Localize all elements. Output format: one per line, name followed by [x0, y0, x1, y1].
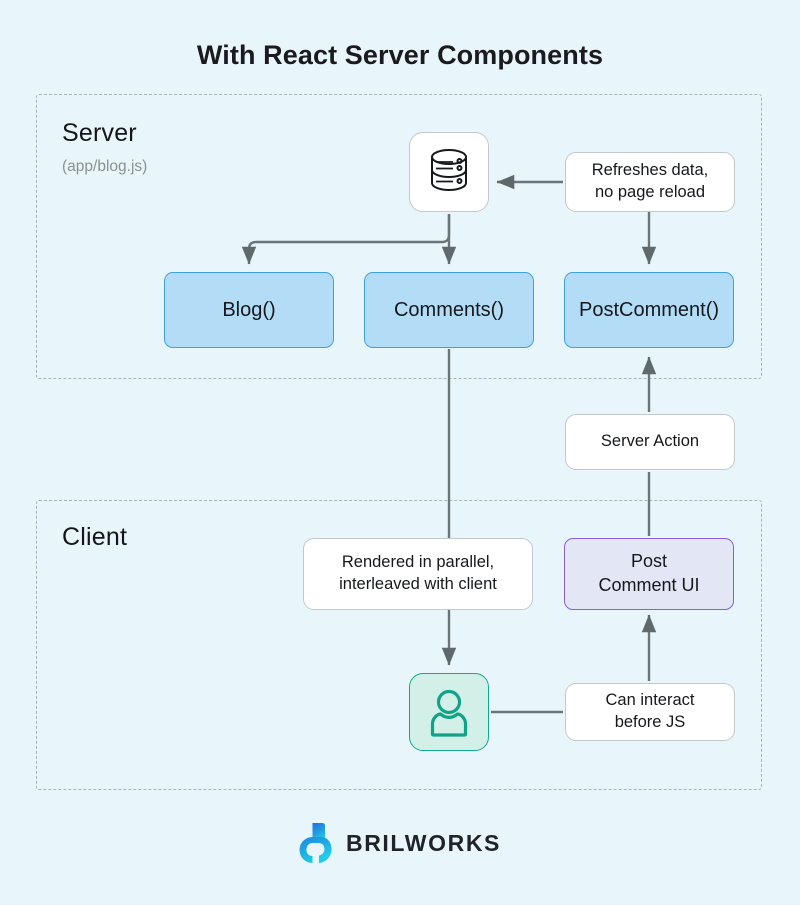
node-comments[interactable]: Comments() — [364, 272, 534, 348]
can-interact-line-1: Can interact — [605, 691, 695, 710]
region-server-sublabel: (app/blog.js) — [62, 158, 148, 175]
node-server-action[interactable]: Server Action — [565, 414, 735, 470]
post-ui-line-2: Comment UI — [598, 575, 700, 595]
node-database[interactable] — [409, 132, 489, 212]
user-icon — [430, 689, 468, 737]
node-post-comment-label: PostComment() — [578, 298, 720, 321]
brilworks-b-mark — [299, 823, 332, 863]
node-user[interactable] — [409, 673, 489, 751]
rendered-line-1: Rendered in parallel, — [341, 553, 495, 572]
page-title: With React Server Components — [196, 40, 604, 70]
node-blog-label: Blog() — [222, 298, 276, 321]
refresh-line-2: no page reload — [594, 183, 706, 201]
node-comments-label: Comments() — [393, 298, 504, 321]
node-rendered-in-parallel[interactable]: Rendered in parallel, interleaved with c… — [303, 538, 533, 610]
node-server-action-label: Server Action — [600, 432, 700, 451]
footer-brand-name: BRILWORKS — [346, 829, 501, 856]
node-blog[interactable]: Blog() — [164, 272, 334, 348]
node-can-interact[interactable]: Can interact before JS — [565, 683, 735, 741]
post-ui-line-1: Post — [630, 551, 668, 572]
node-post-comment[interactable]: PostComment() — [564, 272, 734, 348]
refresh-line-1: Refreshes data, — [591, 161, 709, 180]
rendered-line-2: interleaved with client — [339, 575, 497, 593]
node-refreshes-data[interactable]: Refreshes data, no page reload — [565, 152, 735, 212]
node-post-comment-ui[interactable]: Post Comment UI — [564, 538, 734, 610]
region-server — [36, 94, 762, 379]
region-server-label: Server — [62, 119, 137, 147]
can-interact-line-2: before JS — [614, 713, 686, 731]
region-client-label: Client — [62, 523, 128, 551]
region-client — [36, 500, 762, 790]
database-icon — [431, 149, 467, 192]
footer-logo: BRILWORKS — [0, 822, 800, 864]
